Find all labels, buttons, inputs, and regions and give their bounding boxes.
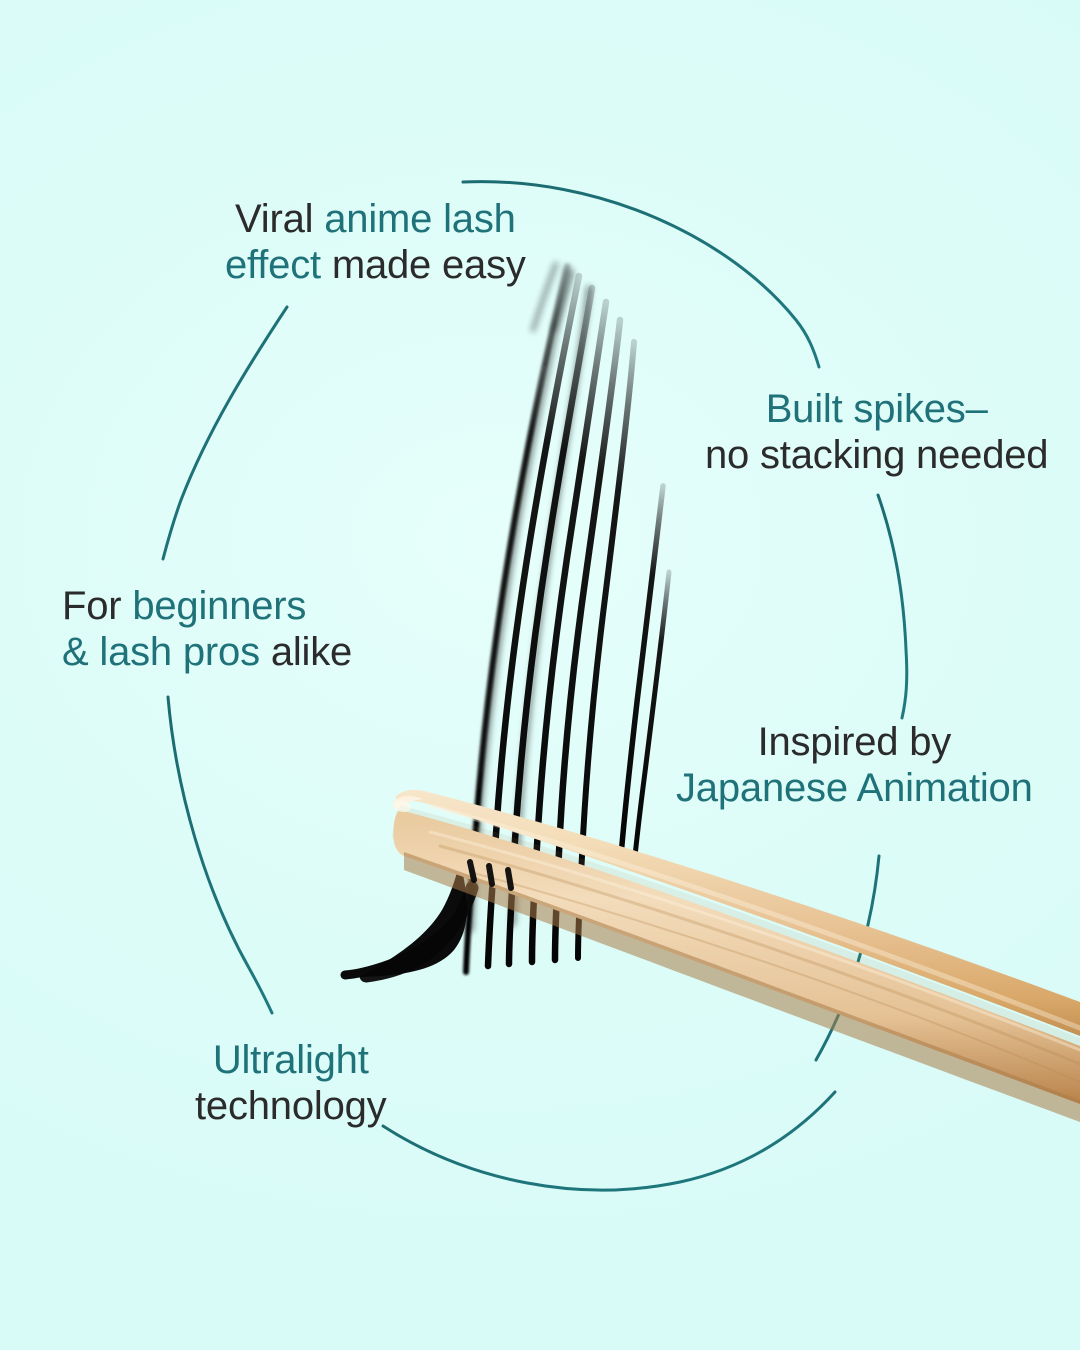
callout-text-accent: & lash pros xyxy=(62,629,260,674)
lash-teeth-over-jaw xyxy=(467,859,514,891)
callout-line: Ultralight xyxy=(195,1038,386,1084)
callout-line: For beginners xyxy=(62,584,352,630)
callout-line: Built spikes– xyxy=(705,387,1048,433)
callout-line: & lash pros alike xyxy=(62,630,352,676)
callout-inspired-by-japanese-animation: Inspired by Japanese Animation xyxy=(676,720,1033,811)
anime-spike-lash-fan xyxy=(340,262,672,983)
callout-line: Inspired by xyxy=(676,720,1033,766)
callout-text-plain: made easy xyxy=(320,242,526,287)
callout-line: no stacking needed xyxy=(705,432,1049,479)
tweezer-seam xyxy=(402,812,1080,1058)
callout-ultralight-technology: Ultralight technology xyxy=(195,1038,387,1130)
callout-text-accent: Ultralight xyxy=(212,1038,369,1082)
callout-text-plain: Viral xyxy=(235,197,325,241)
callout-text-plain: alike xyxy=(259,629,353,674)
callout-text-accent: Japanese Animation xyxy=(676,765,1033,810)
callout-text-accent: anime lash xyxy=(324,197,516,241)
ring-arc-upper-left xyxy=(161,305,289,561)
callout-line: Viral anime lash xyxy=(225,197,526,243)
callout-text-plain: technology xyxy=(195,1083,387,1128)
ring-arc-lower-right xyxy=(814,854,881,1062)
callout-text-accent: Built spikes– xyxy=(765,387,988,431)
tweezer-under-rim xyxy=(404,852,1080,1122)
callout-text-accent: effect xyxy=(225,242,321,287)
callout-for-beginners: For beginners & lash pros alike xyxy=(62,584,352,675)
callout-line: effect made easy xyxy=(225,243,526,289)
ring-arc-bottom xyxy=(381,1090,837,1192)
callout-text-accent: beginners xyxy=(132,584,307,628)
callout-line: Japanese Animation xyxy=(676,766,1033,812)
tweezer-tip xyxy=(393,796,423,809)
tweezer-upper-jaw xyxy=(396,789,1080,1036)
callout-text-plain: For xyxy=(62,584,133,628)
ring-arc-right xyxy=(876,493,909,720)
callout-viral-anime-lash: Viral anime lash effect made easy xyxy=(225,197,526,288)
callout-text-plain: Inspired by xyxy=(757,720,952,764)
callout-built-spikes: Built spikes– no stacking needed xyxy=(705,387,1049,479)
wooden-tweezer xyxy=(392,789,1080,1122)
lash-base-bundle xyxy=(360,862,467,977)
ring-arc-lower-left xyxy=(166,695,274,1015)
callout-text-plain: no stacking needed xyxy=(705,432,1049,477)
tweezer-lower-jaw xyxy=(393,810,1080,1104)
callout-line: technology xyxy=(195,1083,387,1130)
